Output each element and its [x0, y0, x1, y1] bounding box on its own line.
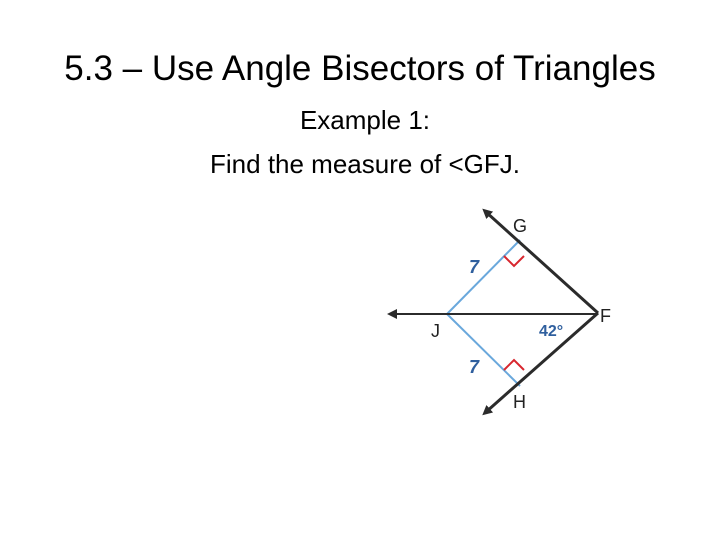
ray-fh [482, 311, 599, 416]
right-angle-mark-h [503, 358, 525, 371]
example-heading: Example 1: [299, 105, 431, 135]
point-label-f: F [600, 306, 611, 326]
perpendicular-segment-jh [446, 313, 521, 387]
point-label-h: H [513, 392, 526, 412]
point-label-j: J [431, 321, 440, 341]
angle-bisector-diagram: G F J H 7 7 42° [387, 208, 611, 416]
point-label-g: G [513, 216, 527, 236]
ray-fg [482, 208, 600, 315]
segment-label-jg: 7 [469, 257, 480, 277]
problem-prompt: Find the measure of <GFJ. [210, 149, 520, 179]
right-angle-mark-g [503, 255, 525, 268]
perpendicular-segment-jg [446, 239, 521, 315]
angle-label-gfj: 42° [539, 323, 563, 340]
slide-title: 5.3 – Use Angle Bisectors of Triangles [64, 49, 656, 88]
segment-label-jh: 7 [469, 357, 480, 377]
